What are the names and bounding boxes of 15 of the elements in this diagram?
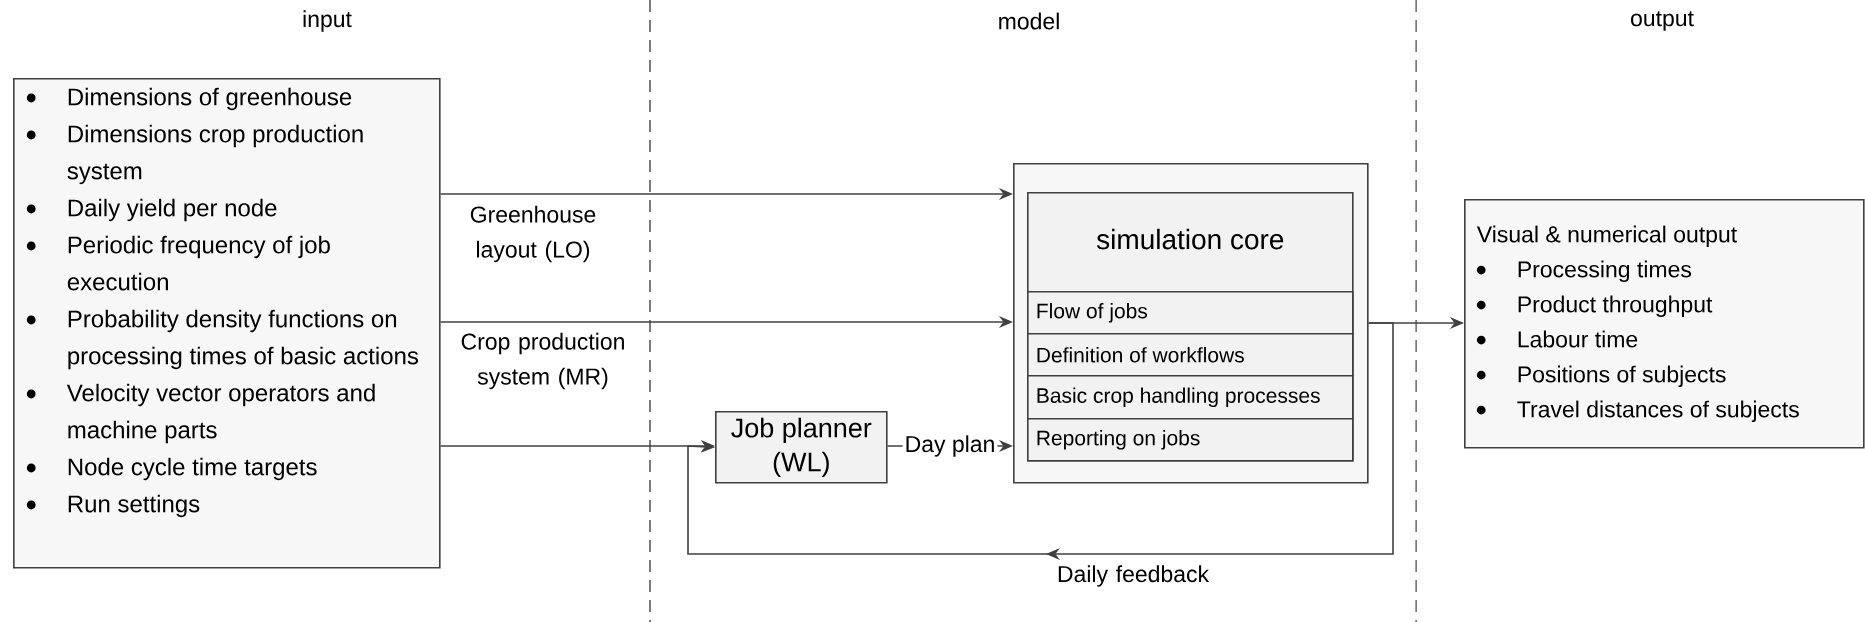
- edge-label: Daily feedback: [1058, 565, 1210, 587]
- core-row: Basic crop handling processes: [1027, 375, 1354, 420]
- column-heading: output: [1631, 11, 1694, 31]
- input-box: Dimensions of greenhouse Dimensions crop production system Daily yield per node Periodic frequency of job execution Probability density functions on processing times of basic actions Velocity vector operators and machine parts Node cycle time targets Run settings: [13, 78, 441, 569]
- arrow: [687, 322, 1394, 561]
- edge-label: Greenhouse layout (LO): [470, 205, 596, 263]
- edge-label: Crop production system (MR): [461, 332, 624, 390]
- column-heading: input: [303, 10, 352, 32]
- core-row: Flow of jobs: [1027, 291, 1354, 335]
- core-row: Reporting on jobs: [1027, 418, 1354, 462]
- edge-label: Day plan: [902, 433, 998, 459]
- planner-box: Job planner (WL): [715, 411, 888, 484]
- output-box: Visual & numerical output Processing times Product throughput Labour time Positions of subjects Travel distances of subjects: [1464, 199, 1865, 449]
- column-heading: model: [999, 12, 1059, 30]
- core-row: Definition of workflows: [1027, 333, 1354, 377]
